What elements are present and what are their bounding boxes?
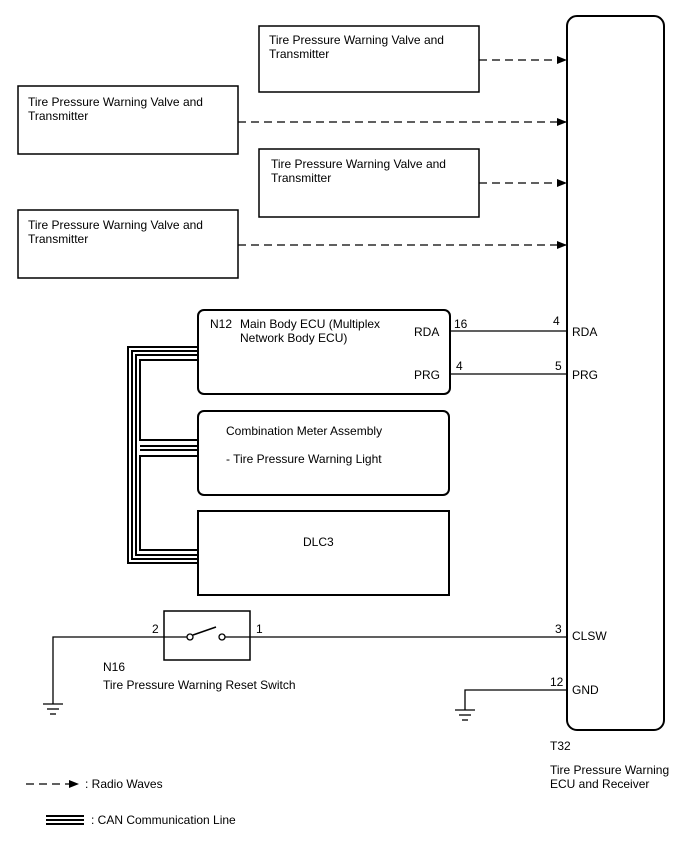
transmitter-4-line2: Transmitter bbox=[28, 232, 88, 246]
transmitter-2-line2: Transmitter bbox=[28, 109, 88, 123]
combination-meter: Combination Meter Assembly - Tire Pressu… bbox=[197, 410, 450, 496]
dlc3: DLC3 bbox=[197, 510, 450, 596]
receiver-pin-prg-label: PRG bbox=[572, 368, 598, 382]
main-body-ecu-code: N12 bbox=[210, 317, 232, 331]
main-body-ecu: N12 Main Body ECU (Multiplex Network Bod… bbox=[197, 309, 468, 395]
receiver-pin-clsw-label: CLSW bbox=[572, 629, 607, 643]
ground-icon bbox=[455, 709, 475, 721]
main-body-ecu-pin-prg-num: 4 bbox=[456, 359, 463, 373]
reset-switch bbox=[163, 610, 251, 661]
combination-meter-line1: Combination Meter Assembly bbox=[226, 424, 382, 438]
receiver-code: T32 bbox=[550, 739, 571, 753]
transmitter-1-line1: Tire Pressure Warning Valve and bbox=[269, 33, 444, 47]
main-body-ecu-line1: Main Body ECU (Multiplex bbox=[240, 317, 380, 331]
main-body-ecu-pin-rda-label: RDA bbox=[414, 325, 439, 339]
transmitter-2: Tire Pressure Warning Valve and Transmit… bbox=[17, 85, 239, 155]
receiver-pin-5-num: 5 bbox=[555, 359, 562, 373]
legend-radio-label: : Radio Waves bbox=[85, 777, 163, 791]
receiver-name-line2: ECU and Receiver bbox=[550, 777, 649, 791]
receiver-ecu-box bbox=[566, 15, 665, 731]
combination-meter-line2: - Tire Pressure Warning Light bbox=[226, 452, 382, 466]
transmitter-1: Tire Pressure Warning Valve and Transmit… bbox=[258, 25, 480, 93]
switch-pin-left: 2 bbox=[152, 622, 159, 636]
switch-code: N16 bbox=[103, 660, 125, 674]
legend-can-label: : CAN Communication Line bbox=[91, 813, 236, 827]
transmitter-3: Tire Pressure Warning Valve and Transmit… bbox=[258, 148, 480, 218]
transmitter-3-line2: Transmitter bbox=[271, 171, 331, 185]
transmitter-2-line1: Tire Pressure Warning Valve and bbox=[28, 95, 203, 109]
transmitter-4: Tire Pressure Warning Valve and Transmit… bbox=[17, 209, 239, 279]
receiver-pin-3-num: 3 bbox=[555, 622, 562, 636]
switch-name: Tire Pressure Warning Reset Switch bbox=[103, 678, 296, 692]
main-body-ecu-pin-prg-label: PRG bbox=[414, 368, 440, 382]
main-body-ecu-line2: Network Body ECU) bbox=[240, 331, 347, 345]
receiver-pin-12-num: 12 bbox=[550, 675, 564, 689]
can-bus-bundle bbox=[127, 346, 198, 564]
transmitter-1-line2: Transmitter bbox=[269, 47, 329, 61]
gnd-wire bbox=[464, 689, 567, 710]
legend-can-line bbox=[46, 815, 84, 825]
ground-icon bbox=[43, 703, 63, 715]
transmitter-4-line1: Tire Pressure Warning Valve and bbox=[28, 218, 203, 232]
main-body-ecu-pin-rda-num: 16 bbox=[454, 317, 468, 331]
receiver-pin-4-num: 4 bbox=[553, 314, 560, 328]
transmitter-3-line1: Tire Pressure Warning Valve and bbox=[271, 157, 446, 171]
switch-ground-wire bbox=[52, 636, 164, 704]
switch-pin-right: 1 bbox=[256, 622, 263, 636]
dlc3-label: DLC3 bbox=[303, 535, 334, 549]
receiver-pin-rda-label: RDA bbox=[572, 325, 597, 339]
receiver-name-line1: Tire Pressure Warning bbox=[550, 763, 669, 777]
receiver-pin-gnd-label: GND bbox=[572, 683, 599, 697]
